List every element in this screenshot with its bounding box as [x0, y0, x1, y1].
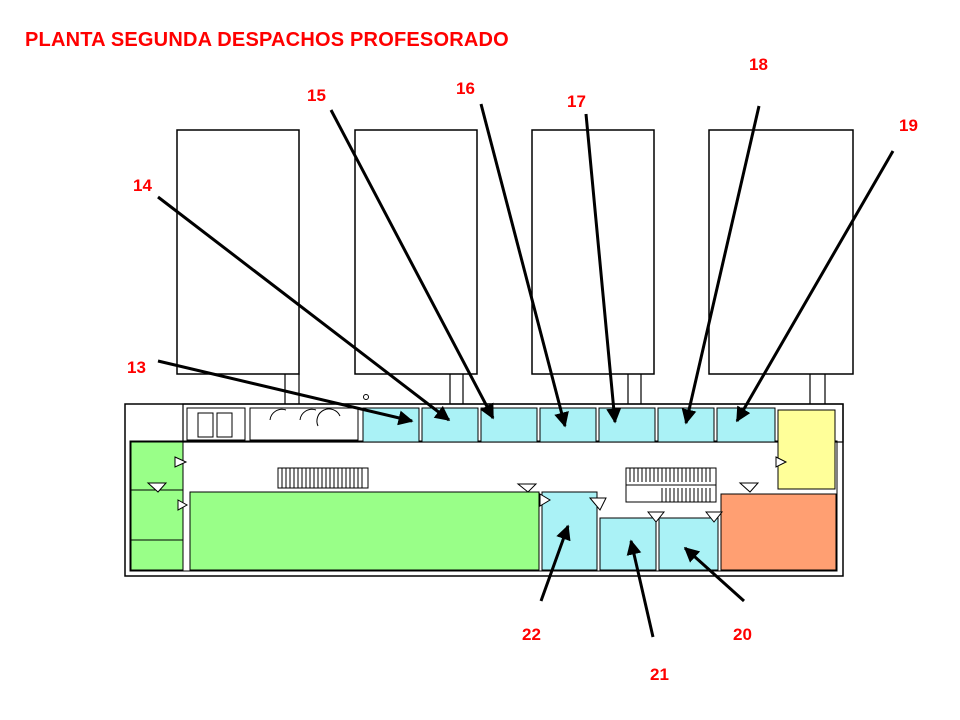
arrow-20	[683, 546, 746, 603]
wing-connectors	[284, 374, 826, 404]
upper-wings	[176, 129, 854, 375]
office-14	[421, 407, 479, 443]
green-room-large	[189, 491, 540, 571]
wing-3	[531, 129, 655, 375]
arrow-13	[157, 359, 414, 426]
label-21: 21	[650, 665, 669, 684]
office-18	[657, 407, 715, 443]
label-20: 20	[733, 625, 752, 644]
arrow-18	[681, 105, 761, 425]
wing-1	[176, 129, 300, 375]
arrow-16	[479, 103, 569, 428]
north-offices	[362, 407, 776, 443]
arrow-22	[539, 524, 571, 602]
door-swing-2	[299, 408, 317, 421]
arrow-17	[584, 113, 622, 424]
arrow-19	[735, 150, 895, 423]
wing-4	[708, 129, 854, 375]
arrow-21	[626, 539, 655, 638]
office-17	[598, 407, 656, 443]
office-22	[541, 491, 598, 571]
corridor-stairs	[277, 467, 717, 503]
office-21	[599, 517, 657, 571]
label-18: 18	[749, 55, 768, 74]
arrow-14	[157, 195, 451, 422]
orange-room	[720, 493, 837, 571]
label-16: 16	[456, 79, 475, 98]
door-swing-3	[316, 408, 341, 427]
lift-block	[186, 407, 246, 441]
label-17: 17	[567, 92, 586, 111]
office-16	[539, 407, 597, 443]
office-13	[362, 407, 420, 443]
label-22: 22	[522, 625, 541, 644]
label-19: 19	[899, 116, 918, 135]
door-notches	[146, 456, 788, 523]
office-20	[658, 517, 719, 571]
office-19	[716, 407, 776, 443]
lift-door-2	[216, 412, 233, 438]
main-building	[124, 394, 844, 577]
label-15: 15	[307, 86, 326, 105]
arrow-15	[329, 109, 495, 420]
green-room-west	[130, 441, 184, 571]
toilet-block	[249, 407, 359, 441]
label-13: 13	[127, 358, 146, 377]
label-14: 14	[133, 176, 152, 195]
door-swing-1	[269, 408, 287, 421]
wing-2	[354, 129, 478, 375]
lift-door-1	[197, 412, 214, 438]
plan-title: PLANTA SEGUNDA DESPACHOS PROFESORADO	[25, 29, 509, 51]
yellow-room	[777, 409, 836, 490]
leader-arrows	[157, 103, 895, 638]
column-marker	[363, 394, 369, 400]
office-labels: 13 14 15 16 17 18 19 20 21 22	[127, 55, 918, 684]
